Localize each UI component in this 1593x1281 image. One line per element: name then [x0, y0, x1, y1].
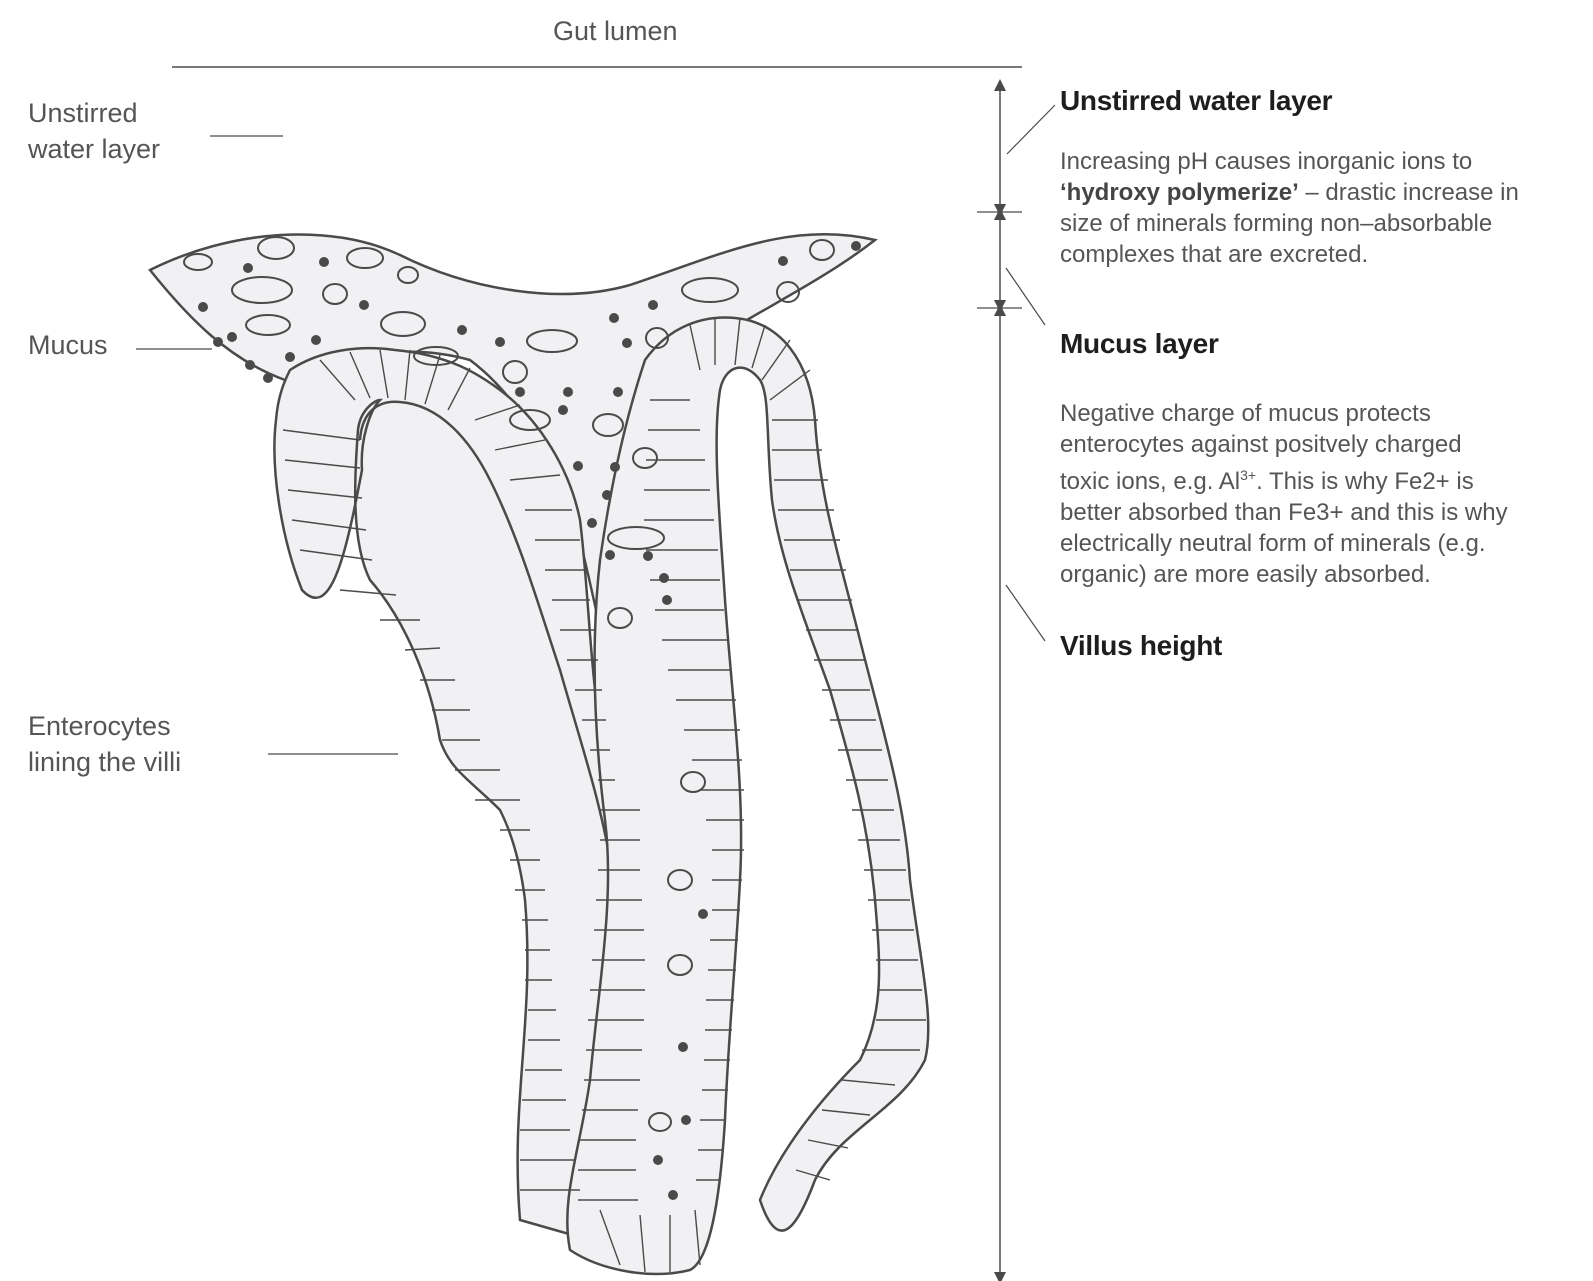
mucus-note-line1: Negative charge of mucus protects — [1060, 398, 1590, 429]
mucus-note-line3b: . This is why Fe2+ is — [1256, 468, 1474, 495]
mucus-note-line3: toxic ions, e.g. Al3+. This is why Fe2+ … — [1060, 460, 1590, 497]
unstirred-note-line3: size of minerals forming non–absorbable — [1060, 208, 1590, 239]
enterocytes-label-line2: lining the villi — [28, 745, 181, 780]
unstirred-note-text: Increasing pH causes inorganic ions to ‘… — [1060, 146, 1590, 270]
mucus-note-line6: organic) are more easily absorbed. — [1060, 559, 1590, 590]
unstirred-label-line1: Unstirred — [28, 96, 138, 131]
mucus-note-line2: enterocytes against positvely charged — [1060, 429, 1590, 460]
unstirred-note-line2: ‘hydroxy polymerize’ – drastic increase … — [1060, 177, 1590, 208]
mucus-note-line5: electrically neutral form of minerals (e… — [1060, 528, 1590, 559]
villus-height-title: Villus height — [1060, 630, 1222, 662]
enterocytes-label-line1: Enterocytes — [28, 709, 171, 744]
mucus-note-line3a: toxic ions, e.g. Al — [1060, 468, 1240, 495]
mucus-note-title: Mucus layer — [1060, 328, 1219, 360]
unstirred-callout-line — [1007, 105, 1055, 154]
villus-center — [567, 317, 928, 1273]
unstirred-note-line4: complexes that are excreted. — [1060, 239, 1590, 270]
measurement-arrows — [977, 85, 1022, 1278]
unstirred-label-line2: water layer — [28, 132, 160, 167]
mucus-note-line4: better absorbed than Fe3+ and this is wh… — [1060, 497, 1590, 528]
villus-left — [274, 348, 614, 1240]
unstirred-note-bold: ‘hydroxy polymerize’ — [1060, 179, 1299, 206]
unstirred-note-title: Unstirred water layer — [1060, 85, 1332, 117]
unstirred-note-line1: Increasing pH causes inorganic ions to — [1060, 146, 1590, 177]
mucus-note-superscript: 3+ — [1240, 467, 1256, 483]
mucus-label: Mucus — [28, 328, 108, 363]
mucus-callout-line — [1006, 268, 1045, 325]
gut-lumen-label: Gut lumen — [553, 14, 678, 49]
villus-callout-line — [1006, 585, 1045, 641]
unstirred-note-line2-rest: – drastic increase in — [1299, 179, 1519, 206]
mucus-note-text: Negative charge of mucus protects entero… — [1060, 398, 1590, 590]
